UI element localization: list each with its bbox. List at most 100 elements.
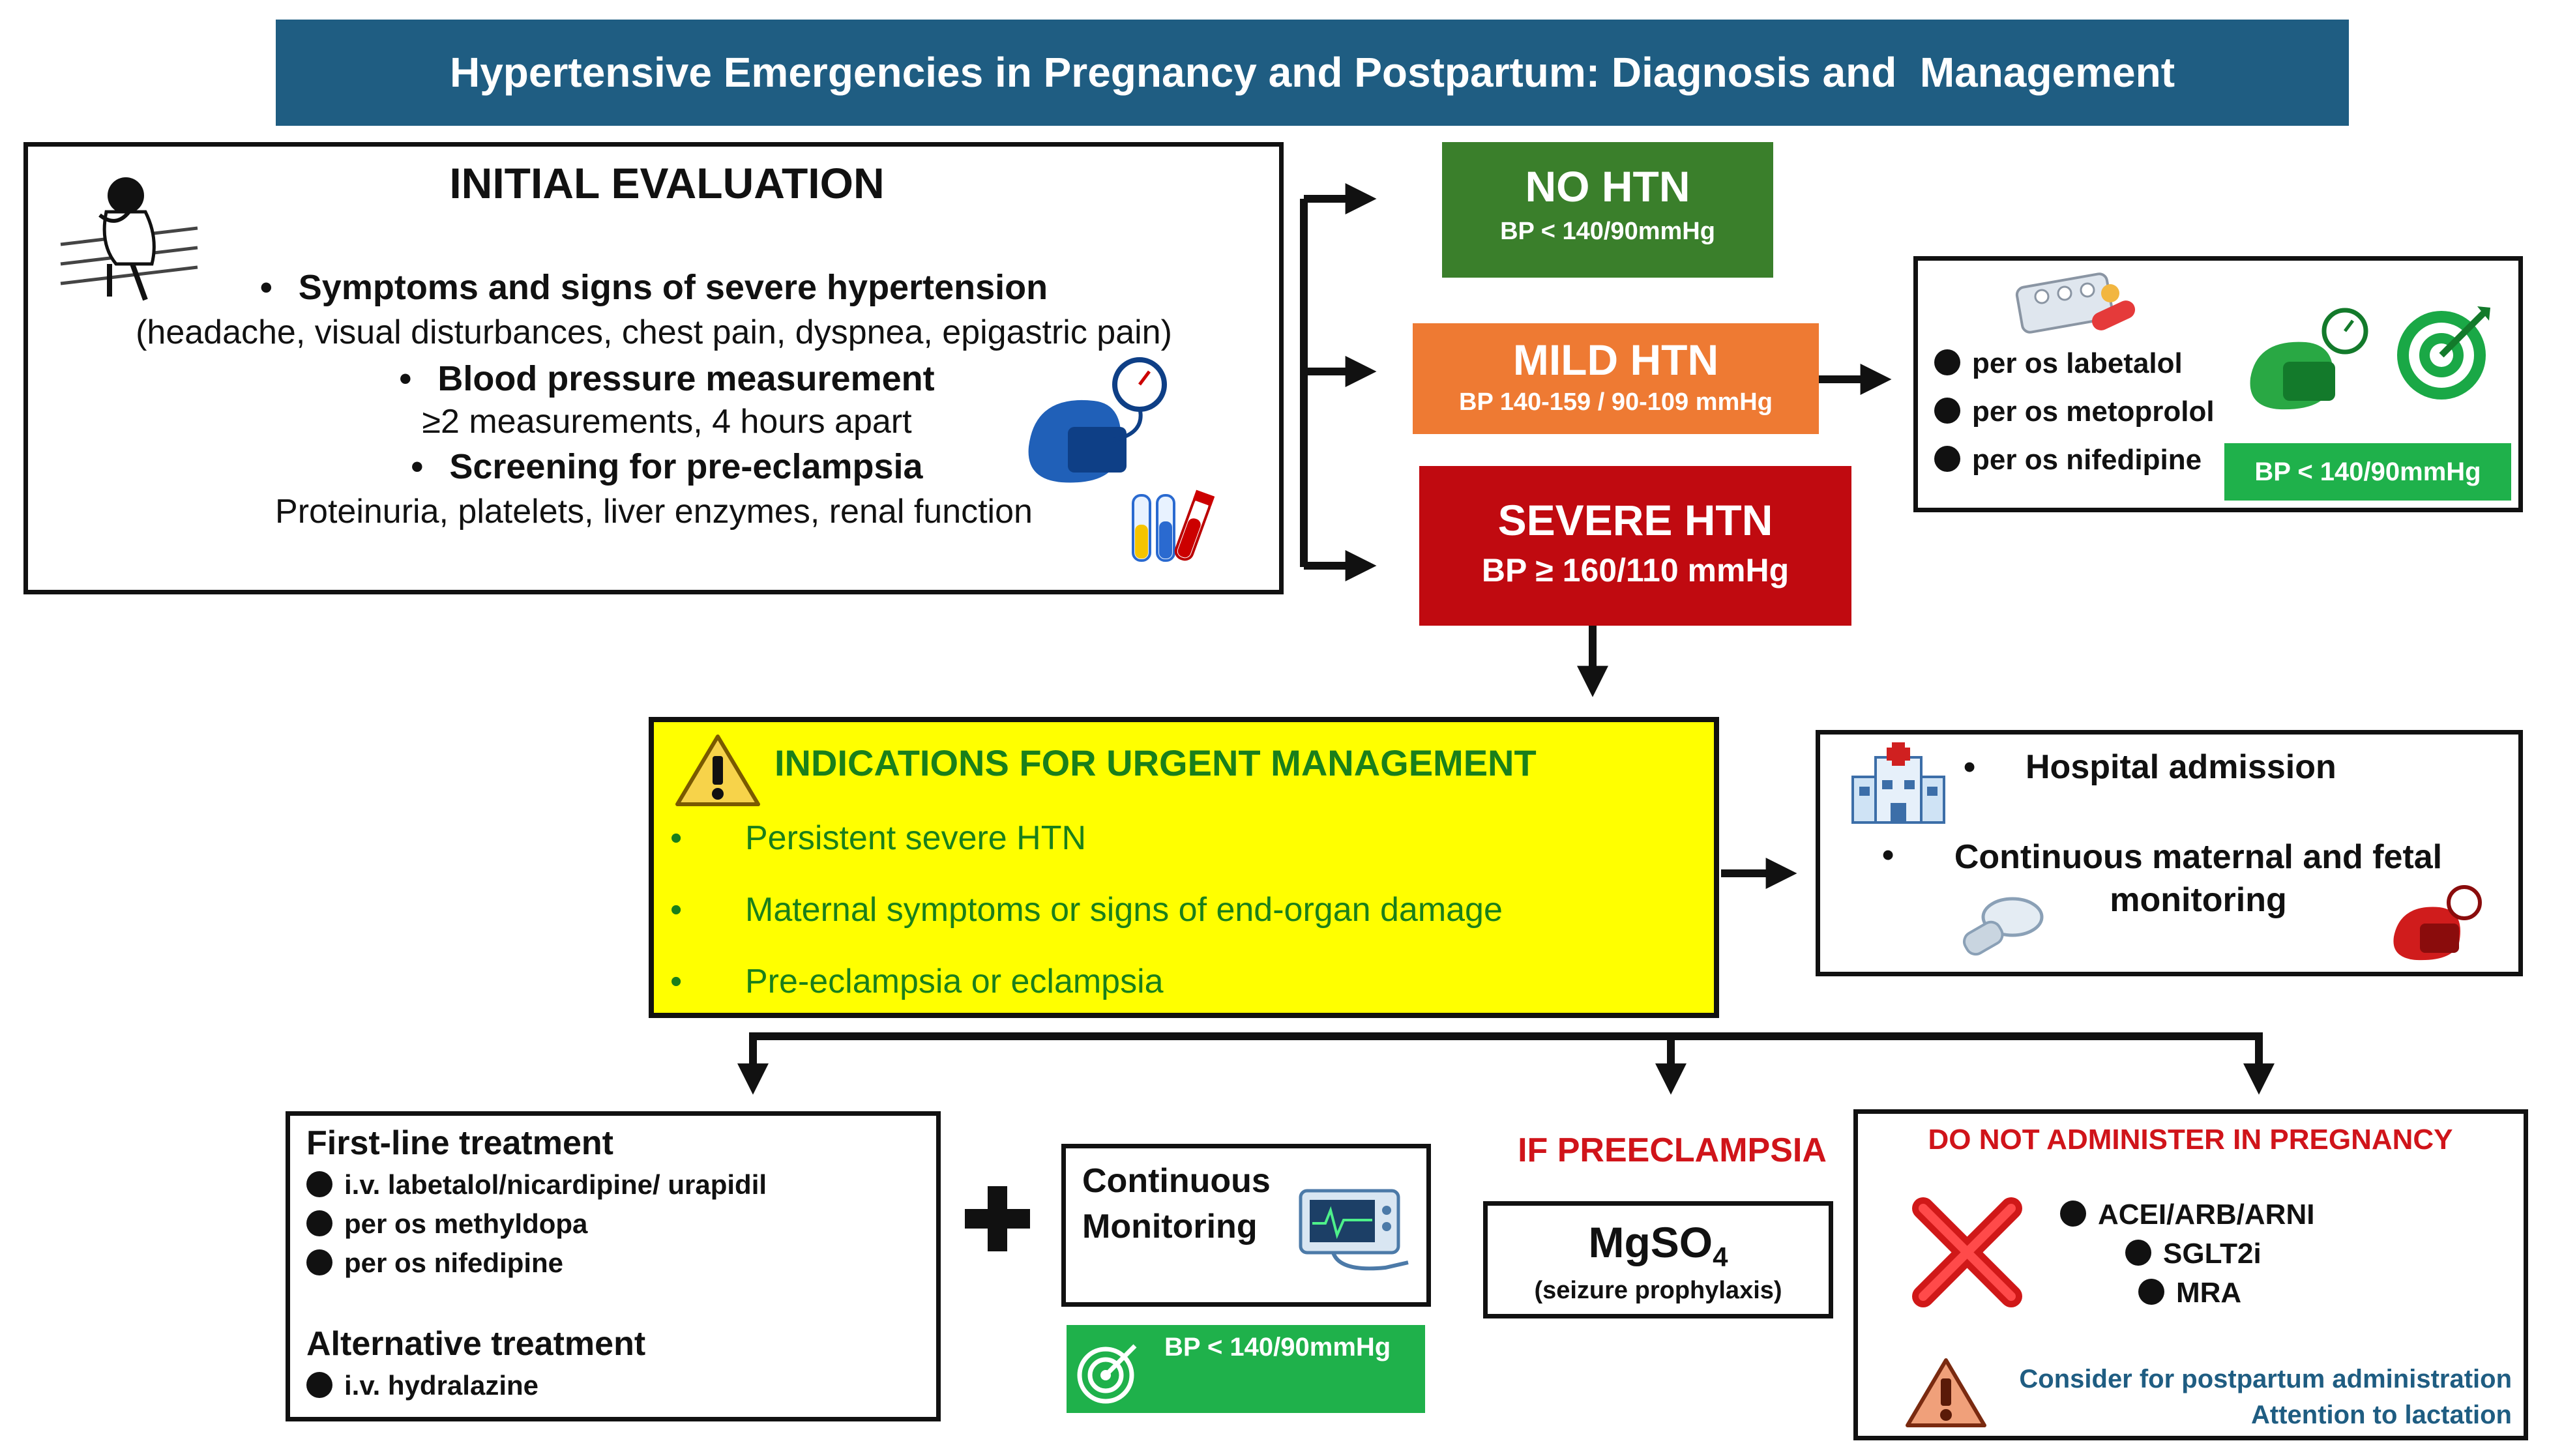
urgent-item-0: •Persistent severe HTN	[670, 819, 1086, 858]
first-line-box: First-line treatment i.v. labetalol/nica…	[286, 1111, 941, 1421]
red-x-icon	[1912, 1197, 2022, 1307]
no-htn-label: NO HTN	[1525, 162, 1690, 211]
mild-treatment-box: per os labetalol per os metoprolol per o…	[1913, 256, 2523, 512]
page-title: Hypertensive Emergencies in Pregnancy an…	[449, 49, 2175, 96]
continuous-monitoring-box: Continuous Monitoring	[1061, 1144, 1431, 1307]
hospital-admission-row: • Hospital admission	[1964, 748, 2336, 787]
urgent-label: Pre-eclampsia or eclampsia	[745, 963, 1164, 1000]
pills-icon	[2015, 272, 2136, 334]
mild-item-1: per os metoprolol	[1934, 396, 2215, 428]
do-not-item-2: MRA	[2138, 1277, 2241, 1309]
first-line-heading: First-line treatment	[306, 1124, 613, 1162]
screen-title-row: • Screening for pre-eclampsia	[28, 446, 1306, 487]
urgent-management-box: INDICATIONS FOR URGENT MANAGEMENT •Persi…	[649, 717, 1719, 1018]
bullet: •	[259, 268, 273, 307]
drug-class-label: SGLT2i	[2163, 1238, 2262, 1270]
bullet: •	[670, 963, 683, 1000]
bullet-dot	[1934, 446, 1960, 473]
first-line-item-2: per os nifedipine	[306, 1247, 563, 1279]
monitor-icon	[1299, 1189, 1409, 1271]
do-not-administer-box: DO NOT ADMINISTER IN PREGNANCY ACEI/ARB/…	[1853, 1109, 2528, 1440]
initial-evaluation-heading: INITIAL EVALUATION	[449, 159, 885, 207]
hospital-admission-label: Hospital admission	[2026, 748, 2336, 786]
severe-htn-bp: BP ≥ 160/110 mmHg	[1481, 552, 1790, 589]
hospital-icon	[1851, 742, 1945, 824]
bullet: •	[411, 447, 424, 486]
bullet-dot	[2138, 1279, 2164, 1305]
urgent-label: Maternal symptoms or signs of end-organ …	[745, 891, 1503, 929]
continuous-line1: Continuous	[1082, 1162, 1271, 1200]
bullet-dot	[306, 1249, 332, 1275]
bp-detail: ≥2 measurements, 4 hours apart	[422, 403, 912, 441]
severe-htn-label: SEVERE HTN	[1497, 496, 1773, 544]
drug-label: i.v. labetalol/nicardipine/ urapidil	[344, 1169, 767, 1200]
no-htn-bp: BP < 140/90mmHg	[1500, 218, 1715, 245]
blood-tubes-icon	[1132, 489, 1215, 562]
plus-icon	[965, 1186, 1030, 1251]
mgso4-box: MgSO4 (seizure prophylaxis)	[1483, 1201, 1833, 1318]
severe-htn-box: SEVERE HTN BP ≥ 160/110 mmHg	[1419, 466, 1851, 626]
do-not-heading: DO NOT ADMINISTER IN PREGNANCY	[1928, 1124, 2453, 1156]
urgent-item-1: • Maternal symptoms or signs of end-organ…	[670, 890, 1503, 929]
bp-title-row: • Blood pressure measurement	[28, 358, 1306, 399]
urgent-label: Persistent severe HTN	[745, 819, 1087, 857]
mgso4-note: (seizure prophylaxis)	[1534, 1277, 1782, 1305]
bullet-dot	[2060, 1201, 2086, 1227]
bullet-dot	[306, 1171, 332, 1197]
drug-class-label: MRA	[2176, 1277, 2242, 1309]
bullet-dot	[1934, 349, 1960, 376]
distressed-woman-icon	[60, 177, 198, 301]
screen-detail: Proteinuria, platelets, liver enzymes, r…	[275, 493, 1033, 531]
sphygmomanometer-icon	[1028, 357, 1167, 483]
symptoms-detail: (headache, visual disturbances, chest pa…	[136, 313, 1172, 351]
alternative-heading: Alternative treatment	[306, 1325, 646, 1363]
do-not-item-0: ACEI/ARB/ARNI	[2060, 1199, 2314, 1231]
first-line-item-1: per os methyldopa	[306, 1208, 587, 1240]
mild-target-badge: BP < 140/90mmHg	[2224, 443, 2511, 501]
mgso4-text: MgSO	[1588, 1218, 1713, 1266]
sphygmomanometer-icon	[2393, 885, 2482, 961]
target-icon	[2397, 306, 2490, 400]
mild-htn-bp: BP 140-159 / 90-109 mmHg	[1459, 388, 1773, 416]
bullet: •	[670, 891, 683, 929]
initial-evaluation-box: INITIAL EVALUATION • Symptoms and signs o…	[23, 142, 1284, 594]
alternative-item-0: i.v. hydralazine	[306, 1370, 538, 1401]
drug-label: i.v. hydralazine	[344, 1370, 538, 1401]
urgent-heading: INDICATIONS FOR URGENT MANAGEMENT	[774, 742, 1537, 783]
target-icon	[1077, 1344, 1137, 1404]
screen-title: Screening for pre-eclampsia	[449, 447, 923, 486]
stethoscope-icon	[1963, 897, 2044, 956]
hospital-box: • Hospital admission • Continuous materna…	[1816, 730, 2523, 976]
no-htn-box: NO HTN BP < 140/90mmHg	[1442, 142, 1773, 278]
continuous-line2: Monitoring	[1082, 1208, 1258, 1245]
do-not-item-1: SGLT2i	[2125, 1238, 2262, 1270]
drug-class-label: ACEI/ARB/ARNI	[2098, 1199, 2315, 1230]
mild-htn-box: MILD HTN BP 140-159 / 90-109 mmHg	[1413, 323, 1819, 434]
hospital-monitoring-label: Continuous maternal and fetal monitoring	[1954, 838, 2443, 919]
bullet: •	[399, 359, 412, 398]
mgso4-subscript: 4	[1713, 1242, 1728, 1273]
sphygmomanometer-icon	[2250, 308, 2368, 410]
symptoms-title: Symptoms and signs of severe hypertensio…	[298, 268, 1048, 307]
drug-label: per os nifedipine	[344, 1247, 564, 1278]
mgso4-label: MgSO4	[1488, 1217, 1829, 1273]
mild-target-label: BP < 140/90mmHg	[2254, 458, 2481, 486]
preeclampsia-heading: IF PREECLAMPSIA	[1518, 1131, 1827, 1169]
bullet: •	[1964, 748, 1976, 786]
drug-label: per os metoprolol	[1972, 396, 2215, 428]
mild-htn-label: MILD HTN	[1512, 336, 1719, 384]
first-line-item-0: i.v. labetalol/nicardipine/ urapidil	[306, 1169, 767, 1201]
bullet-dot	[306, 1210, 332, 1236]
bp-title: Blood pressure measurement	[437, 359, 935, 398]
bullet-dot	[2125, 1240, 2151, 1266]
continuous-target-label: BP < 140/90mmHg	[1164, 1333, 1391, 1361]
bullet-dot	[306, 1371, 332, 1398]
title-banner: Hypertensive Emergencies in Pregnancy an…	[276, 20, 2349, 126]
monitoring-bullet: •	[1882, 836, 1894, 874]
mild-item-2: per os nifedipine	[1934, 444, 2202, 476]
urgent-item-2: • Pre-eclampsia or eclampsia	[670, 962, 1164, 1001]
mild-item-0: per os labetalol	[1934, 347, 2183, 380]
warning-icon	[1906, 1358, 1986, 1427]
bullet-dot	[1934, 398, 1960, 424]
